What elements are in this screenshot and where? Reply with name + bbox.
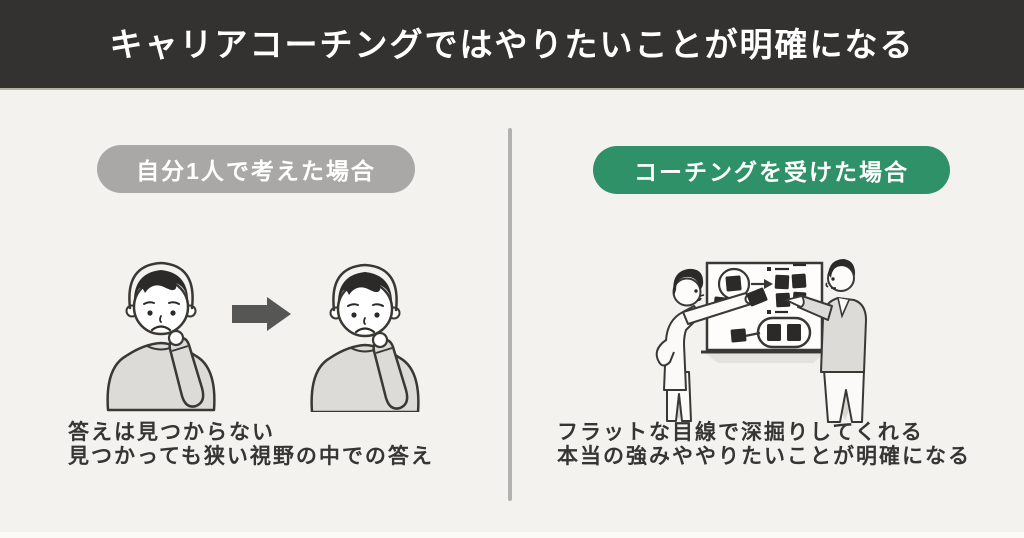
left-caption-line-1: 答えは見つからない	[68, 421, 275, 444]
coaching-session-illustration	[655, 259, 867, 423]
worried-person-icon	[310, 263, 420, 412]
right-arrow-icon	[232, 297, 291, 331]
left-caption-line-2: 見つかっても狭い視野の中での答え	[68, 445, 434, 468]
vertical-divider	[508, 128, 512, 501]
right-caption-line-1: フラットな目線で深掘りしてくれる	[557, 421, 924, 444]
participant-right-icon	[785, 259, 867, 423]
bottom-strip	[0, 532, 1024, 538]
header-banner: キャリアコーチングではやりたいことが明確になる	[0, 0, 1024, 90]
left-case-badge-label: 自分1人で考えた場合	[136, 158, 376, 184]
participant-left-icon	[655, 268, 768, 422]
page-title: キャリアコーチングではやりたいことが明確になる	[109, 25, 915, 63]
left-case-badge: 自分1人で考えた場合	[97, 145, 415, 193]
right-case-badge-label: コーチングを受けた場合	[634, 159, 909, 185]
left-caption: 答えは見つからない 見つかっても狭い視野の中での答え	[68, 421, 434, 469]
worried-person-icon	[106, 261, 216, 412]
right-caption-line-2: 本当の強みややりたいことが明確になる	[557, 445, 971, 468]
right-caption: フラットな目線で深掘りしてくれる 本当の強みややりたいことが明確になる	[557, 421, 971, 469]
thinking-alone-illustration	[106, 261, 420, 412]
right-case-badge: コーチングを受けた場合	[593, 146, 950, 194]
